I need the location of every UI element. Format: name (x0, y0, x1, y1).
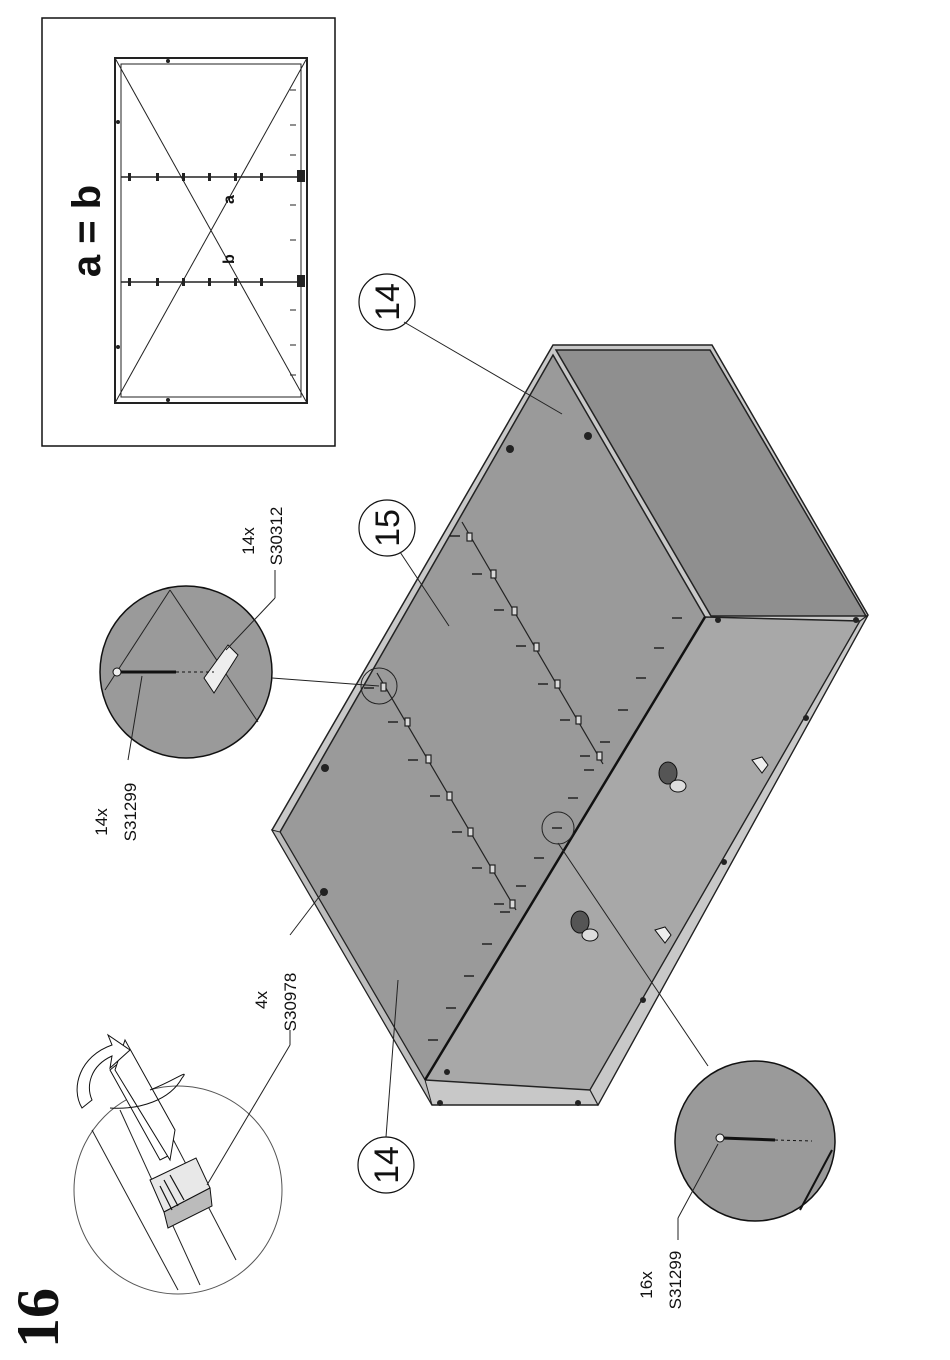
equation-text: a = b (65, 185, 109, 277)
screw-code: S30978 (281, 973, 300, 1032)
cabinet-body (272, 345, 868, 1106)
svg-text:14: 14 (369, 283, 407, 321)
nails-bottom-qty: 16x (637, 1271, 656, 1299)
nail-plate-qty: 14x (239, 527, 258, 555)
svg-text:14: 14 (368, 1146, 406, 1184)
nails-bottom-code: S31299 (666, 1251, 685, 1310)
diagonal-label-a: a (221, 195, 238, 204)
diagonal-label-b: b (221, 254, 238, 264)
step-number: 16 (5, 1288, 71, 1348)
nails-detail-code: S31299 (121, 783, 140, 842)
svg-text:15: 15 (369, 509, 407, 547)
nail-plate-code: S30312 (267, 507, 286, 566)
nails-detail-qty: 14x (92, 808, 111, 836)
detail-screw (74, 1030, 290, 1294)
screw-qty: 4x (252, 991, 271, 1009)
diagonal-check-inset: a b a = b (42, 18, 335, 446)
